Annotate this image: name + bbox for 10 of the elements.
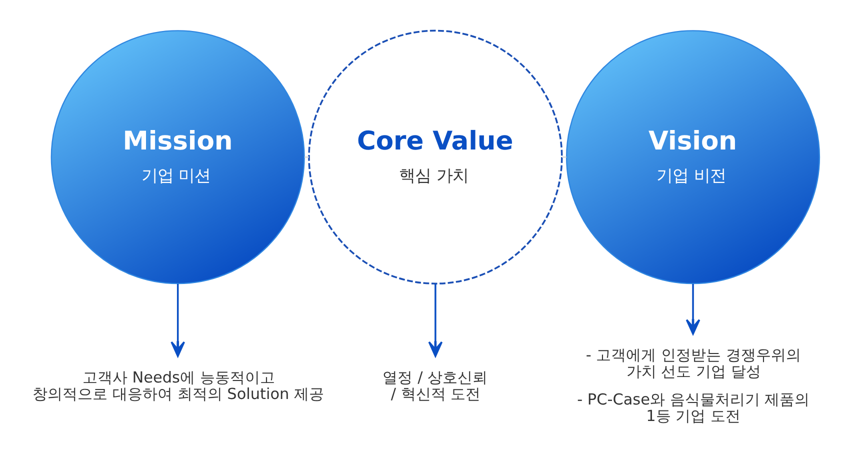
arrow [686,284,700,335]
connector [562,156,566,158]
node-text: - 고객에게 인정받는 경쟁우위의 가치 선도 기업 달성 - PC-Case와 음식물처리기 제품의 1등 기업 도전 [577,346,810,426]
arrow [170,284,186,357]
arrow [428,284,443,357]
node-circle: Mission 기업 미션 [50,30,305,284]
node-text: 열정 / 상호신뢰 / 혁신적 도전 [382,368,488,403]
node-circle: Vision 기업 비전 [566,30,820,284]
node-circle: Core Value 핵심 가치 [308,30,563,284]
node-text: 고객사 Needs에 능동적이고 창의적으로 대응하여 최적의 Solution 제공 [32,368,324,403]
